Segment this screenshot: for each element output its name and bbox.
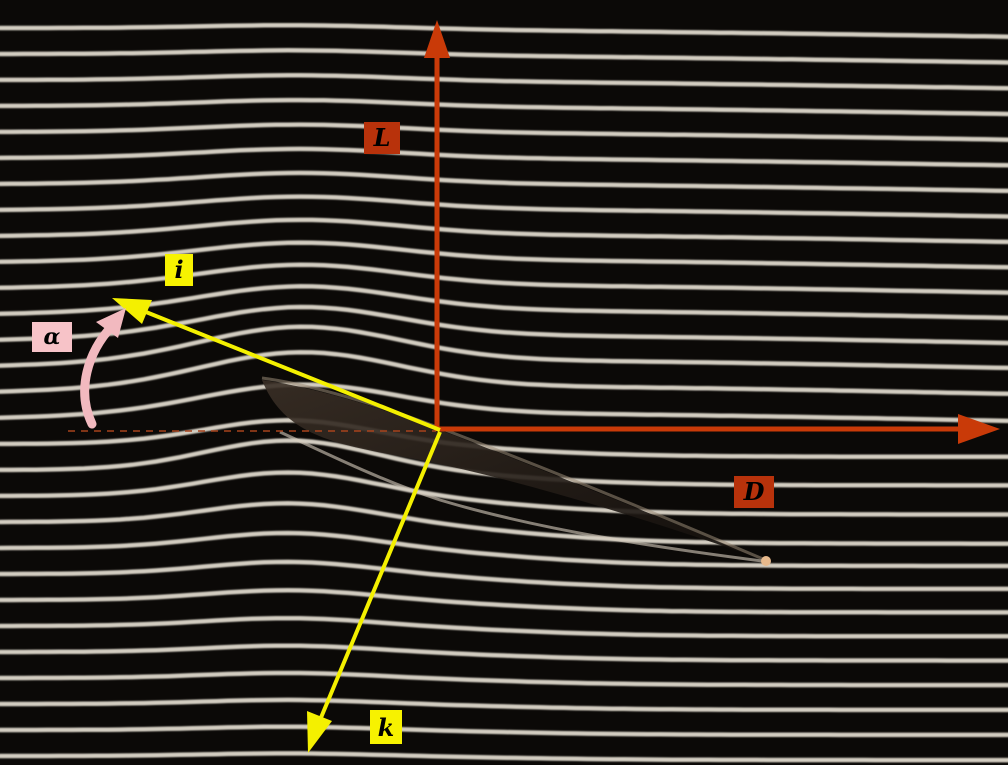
streamline: [0, 217, 1008, 245]
streamline: [0, 48, 1008, 65]
streamline: [0, 122, 1008, 142]
lift-arrow: [424, 20, 450, 431]
svg-text:i: i: [174, 255, 183, 284]
streamline: [0, 501, 1008, 546]
streamline: [0, 146, 1008, 168]
svg-text:k: k: [378, 713, 395, 742]
svg-text:L: L: [373, 123, 391, 152]
k-axis-arrow: [307, 431, 442, 753]
streamline: [0, 324, 1008, 371]
streamline: [0, 73, 1008, 91]
streamline: [0, 530, 1008, 569]
drag-label: D: [734, 476, 774, 508]
streamline: [0, 240, 1008, 270]
streamline: [0, 724, 1008, 738]
lift-label: L: [364, 122, 400, 154]
streamline: [0, 22, 1008, 39]
streamline: [0, 304, 1008, 346]
streamline: [0, 615, 1008, 639]
streamline: [0, 349, 1008, 397]
svg-text:α: α: [44, 324, 61, 350]
streamline: [0, 751, 1008, 763]
streamline: [0, 643, 1008, 663]
airfoil: [261, 376, 771, 566]
streamline: [0, 697, 1008, 713]
streamline: [0, 382, 1008, 424]
streamline: [0, 559, 1008, 592]
streamline: [0, 418, 1008, 460]
streamline: [0, 170, 1008, 194]
streamline: [0, 588, 1008, 615]
streamline: [0, 284, 1008, 321]
drag-arrow: [437, 414, 1000, 444]
streamline: [0, 670, 1008, 688]
i-axis-arrow: [112, 298, 441, 432]
svg-text:D: D: [743, 477, 765, 506]
streamline: [0, 194, 1008, 219]
i-axis-label: i: [165, 254, 193, 286]
angle-arc: [80, 308, 126, 429]
angle-label: α: [32, 322, 72, 352]
streamline: [0, 97, 1008, 117]
k-axis-label: k: [370, 710, 402, 744]
streamlines: [0, 22, 1008, 763]
streamline: [0, 470, 1008, 517]
